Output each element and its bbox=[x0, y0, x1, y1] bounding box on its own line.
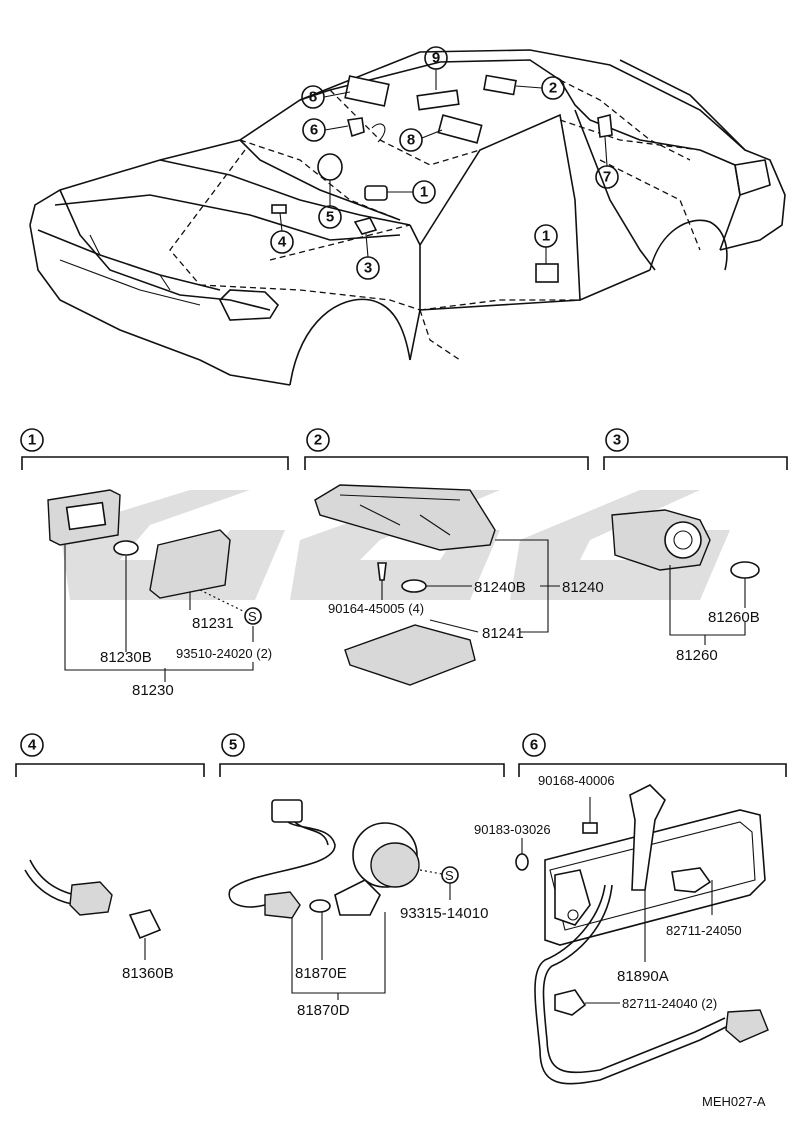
section-4: 4 81360B bbox=[15, 733, 205, 982]
section-5-s-mark: S bbox=[445, 868, 454, 883]
section-3: 3 81260B 81260 bbox=[603, 428, 788, 664]
callout-4: 4 bbox=[278, 234, 287, 251]
figure-code: MEH027-A bbox=[702, 1094, 766, 1109]
callout-9: 9 bbox=[432, 50, 440, 67]
section-5-number: 5 bbox=[229, 737, 237, 754]
part-90168-40006: 90168-40006 bbox=[538, 773, 615, 788]
part-81230B: 81230B bbox=[100, 649, 152, 666]
section-6-number: 6 bbox=[530, 737, 538, 754]
section-1: 1 S 81230B 81231 93510-24020 (2) 81230 bbox=[20, 428, 289, 699]
section-1-number: 1 bbox=[28, 432, 36, 449]
callout-2: 2 bbox=[549, 80, 557, 97]
part-81360B: 81360B bbox=[122, 965, 174, 982]
section-1-s-mark: S bbox=[248, 609, 257, 624]
section-6: 6 90168-40006 90183-03026 82711-24050 81… bbox=[474, 733, 787, 1085]
part-82711-24040: 82711-24040 (2) bbox=[622, 996, 717, 1011]
part-81240: 81240 bbox=[562, 579, 604, 596]
section-2: 2 90164-45005 (4) 81240B 81240 81241 bbox=[304, 428, 604, 686]
car-callouts: 9 8 2 6 8 1 7 5 4 3 bbox=[270, 46, 619, 280]
callout-5: 5 bbox=[326, 209, 334, 226]
callout-6: 6 bbox=[310, 122, 318, 139]
part-90164-45005: 90164-45005 (4) bbox=[328, 601, 424, 616]
car-illustration bbox=[29, 49, 786, 386]
part-93315-14010: 93315-14010 bbox=[400, 905, 488, 922]
callout-3: 3 bbox=[364, 260, 372, 277]
part-81870E: 81870E bbox=[295, 965, 347, 982]
part-82711-24050: 82711-24050 bbox=[666, 923, 742, 938]
part-81260B: 81260B bbox=[708, 609, 760, 626]
section-4-number: 4 bbox=[28, 737, 37, 754]
part-81230: 81230 bbox=[132, 682, 174, 699]
part-81260: 81260 bbox=[676, 647, 718, 664]
section-2-number: 2 bbox=[314, 432, 322, 449]
section-3-number: 3 bbox=[613, 432, 621, 449]
callout-7: 7 bbox=[603, 169, 611, 186]
part-81240B: 81240B bbox=[474, 579, 526, 596]
part-81241: 81241 bbox=[482, 625, 524, 642]
callout-1a: 1 bbox=[420, 184, 428, 201]
callout-8a: 8 bbox=[309, 89, 317, 106]
callout-8b: 8 bbox=[407, 132, 415, 149]
section-5: 5 S 93315-14010 81870E 81870D bbox=[219, 733, 505, 1019]
part-90183-03026: 90183-03026 bbox=[474, 822, 551, 837]
part-81890A: 81890A bbox=[617, 968, 669, 985]
part-81870D: 81870D bbox=[297, 1002, 350, 1019]
callout-1b: 1 bbox=[542, 228, 550, 245]
part-93510-24020: 93510-24020 (2) bbox=[176, 646, 272, 661]
part-81231: 81231 bbox=[192, 615, 234, 632]
